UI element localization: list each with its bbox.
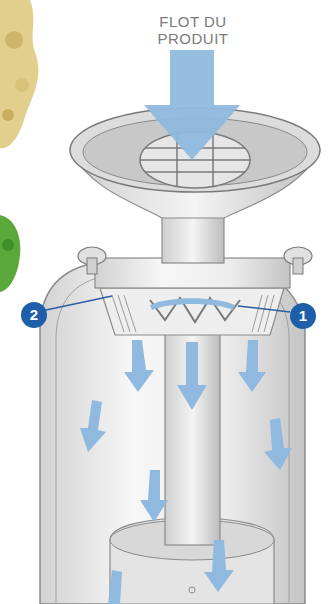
callout-number: 1	[290, 303, 316, 329]
flow-title: FLOT DU PRODUIT	[146, 13, 240, 47]
housing-edge	[56, 276, 289, 604]
callout-circle	[290, 303, 316, 329]
screen-basket	[100, 288, 284, 335]
flow-arrow	[80, 298, 292, 604]
callout-circle	[21, 302, 47, 328]
product-blob	[0, 215, 20, 292]
shaft	[165, 330, 220, 545]
housing	[40, 262, 305, 604]
callout-number: 2	[21, 302, 47, 328]
product-blob	[0, 0, 38, 148]
leader-line	[46, 296, 290, 312]
rotor-blades	[150, 298, 240, 322]
flow-arrow	[144, 50, 240, 160]
funnel-neck	[162, 215, 224, 263]
